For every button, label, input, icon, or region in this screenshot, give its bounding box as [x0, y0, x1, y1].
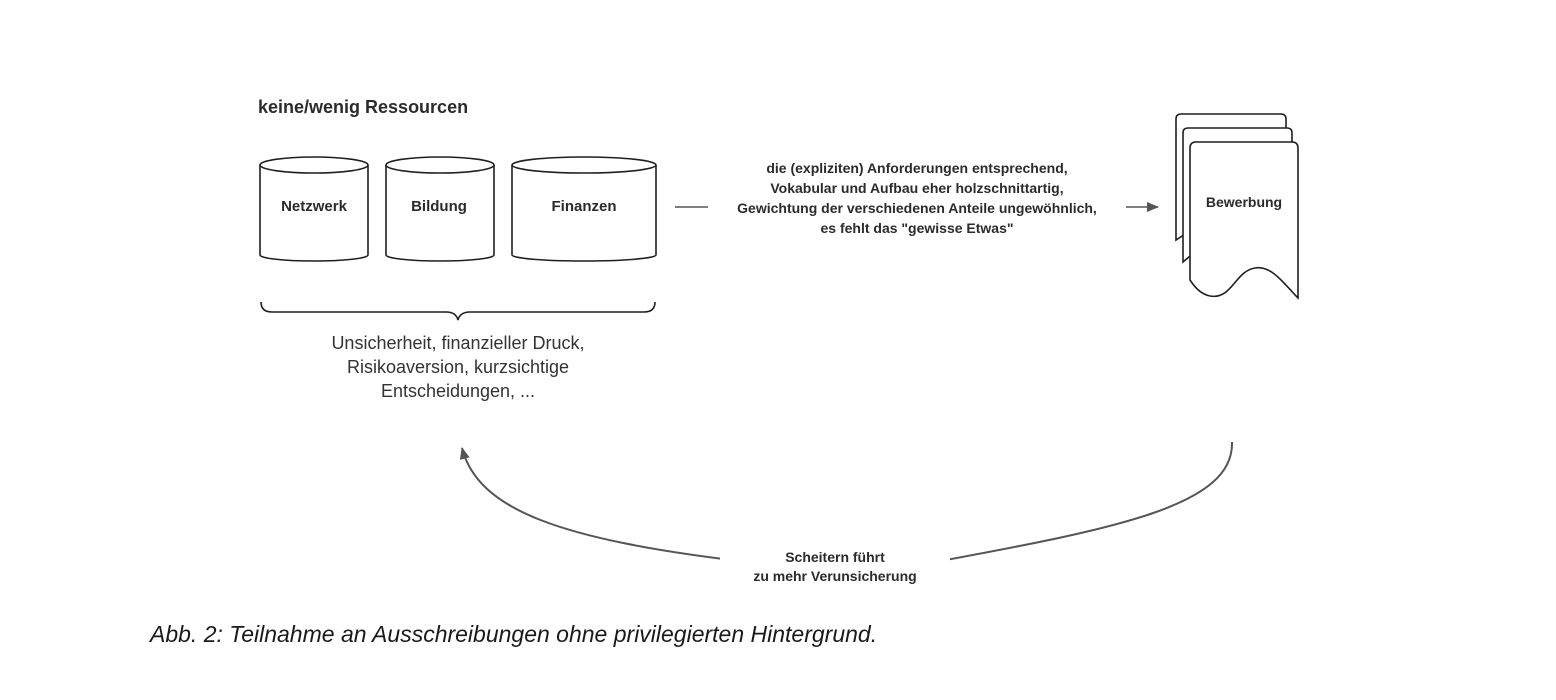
document-label: Bewerbung [1205, 194, 1283, 210]
feedback-loop-left [459, 447, 749, 563]
arrow-label-line: die (expliziten) Anforderungen entsprech… [766, 160, 1068, 176]
feedback-loop-line: Scheitern führt [785, 549, 885, 565]
resource-cylinder-netzwerk [259, 156, 369, 262]
document-stack [1175, 113, 1299, 300]
feedback-loop-label: Scheitern führt zu mehr Verunsicherung [720, 548, 950, 586]
resource-cylinder-finanzen [511, 156, 657, 262]
consequences-line: Entscheidungen, ... [380, 381, 536, 401]
arrow-label: die (expliziten) Anforderungen entsprech… [700, 158, 1134, 238]
arrow-label-line: Gewichtung der verschiedenen Anteile ung… [737, 200, 1097, 216]
arrow-label-line: Vokabular und Aufbau eher holzschnittart… [770, 180, 1064, 196]
resource-cylinder-bildung [385, 156, 495, 262]
feedback-loop-right [934, 441, 1234, 563]
document-front-page [1189, 141, 1299, 300]
feedback-loop-line: zu mehr Verunsicherung [753, 568, 917, 584]
consequences-line: Unsicherheit, finanzieller Druck, [331, 333, 585, 353]
cylinder-label-bildung: Bildung [411, 198, 467, 215]
cylinder-label-finanzen: Finanzen [551, 198, 617, 215]
cylinder-label-netzwerk: Netzwerk [281, 198, 347, 215]
curly-brace [260, 301, 656, 321]
consequences-text: Unsicherheit, finanzieller Druck, Risiko… [258, 331, 658, 403]
resources-title: keine/wenig Ressourcen [258, 97, 469, 117]
consequences-line: Risikoaversion, kurzsichtige [346, 357, 570, 377]
figure-caption: Abb. 2: Teilnahme an Ausschreibungen ohn… [150, 621, 878, 647]
arrow-label-line: es fehlt das "gewisse Etwas" [820, 220, 1014, 236]
